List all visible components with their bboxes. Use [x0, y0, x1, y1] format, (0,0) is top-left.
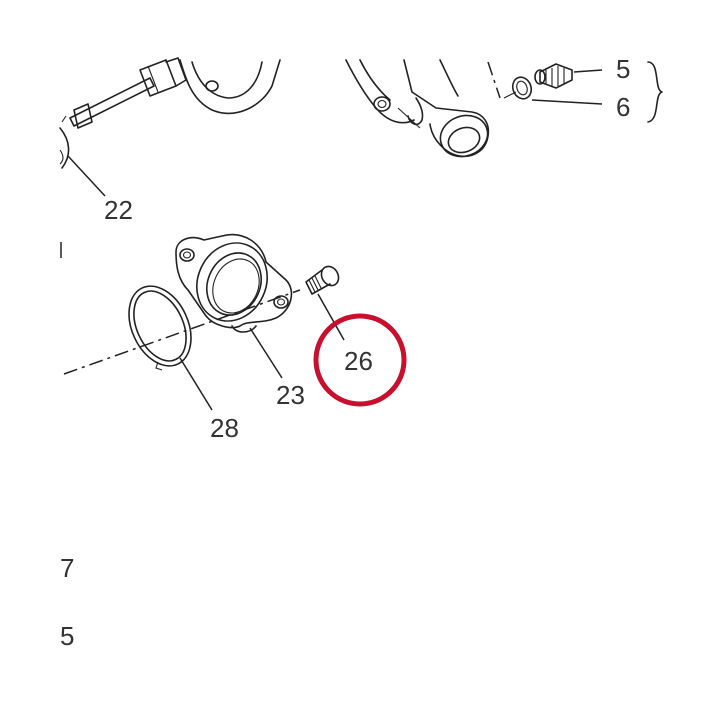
side-number-7: 7	[60, 553, 75, 583]
leader-6	[531, 99, 603, 105]
part-23-cover-flange	[175, 233, 293, 333]
callout-22: 22	[104, 195, 133, 225]
part-28-o-ring	[128, 285, 192, 371]
thermostat-housing	[345, 59, 490, 158]
leader-5	[573, 69, 603, 73]
callout-5: 5	[616, 54, 630, 84]
callout-28: 28	[210, 413, 239, 443]
callout-23: 23	[276, 380, 305, 410]
grouping-brace	[647, 61, 663, 123]
leader-22	[67, 155, 106, 197]
leader-26	[317, 293, 345, 341]
callout-26: 26	[344, 346, 373, 376]
side-number-5: 5	[60, 621, 75, 651]
callout-6: 6	[616, 92, 630, 122]
part-6-sealing-washer	[511, 76, 533, 100]
axis-line-washer	[503, 91, 517, 99]
highlight-circle-26	[313, 313, 407, 407]
part-5-plug-screw	[534, 63, 573, 89]
axis-line-top	[487, 61, 501, 99]
part-22-shaft-assembly	[59, 57, 281, 169]
leader-23	[249, 327, 283, 379]
center-axis-line	[63, 289, 301, 375]
leader-28	[179, 357, 213, 411]
part-26-countersunk-screw	[305, 265, 340, 295]
